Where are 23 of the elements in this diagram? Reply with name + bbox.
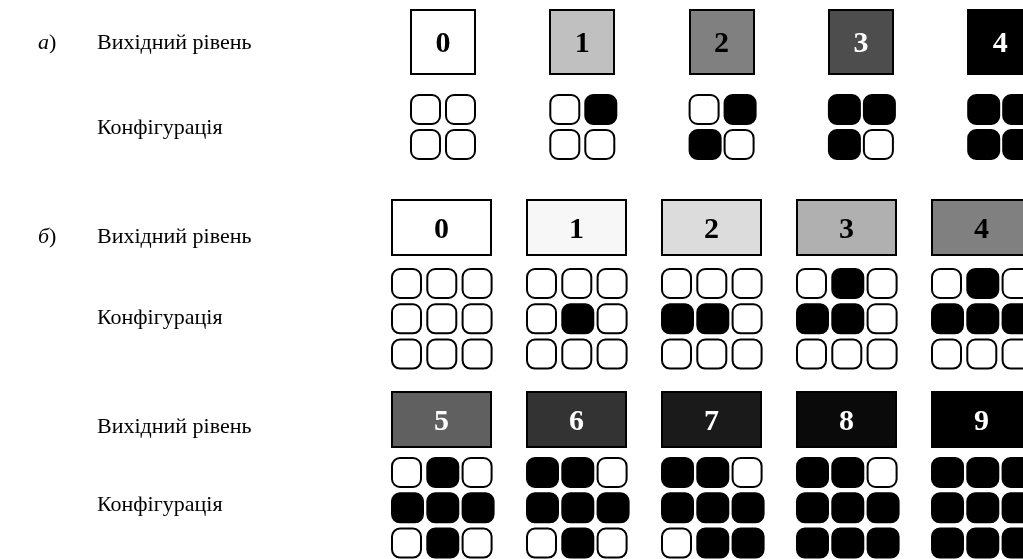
row-label: Конфігурація [97, 306, 223, 328]
row-label: Вихідний рівень [97, 225, 252, 247]
level-box: 4 [967, 9, 1023, 75]
level-box: 6 [526, 391, 627, 448]
level-box: 0 [391, 199, 492, 256]
level-box: 1 [526, 199, 627, 256]
level-box: 0 [410, 9, 476, 75]
panel-letter: а) [38, 31, 57, 53]
level-box: 2 [661, 199, 762, 256]
row-label: Конфігурація [97, 116, 223, 138]
level-box: 4 [931, 199, 1023, 256]
panel-letter: б) [38, 225, 57, 247]
level-box: 1 [549, 9, 616, 75]
row-label: Конфігурація [97, 493, 223, 515]
row-label: Вихідний рівень [97, 31, 252, 53]
level-box: 8 [796, 391, 897, 448]
level-box: 9 [931, 391, 1023, 448]
level-box: 2 [688, 9, 755, 75]
level-box: 7 [661, 391, 762, 448]
level-box: 5 [391, 391, 492, 448]
level-box: 3 [796, 199, 897, 256]
row-label: Вихідний рівень [97, 415, 252, 437]
level-box: 3 [827, 9, 894, 75]
